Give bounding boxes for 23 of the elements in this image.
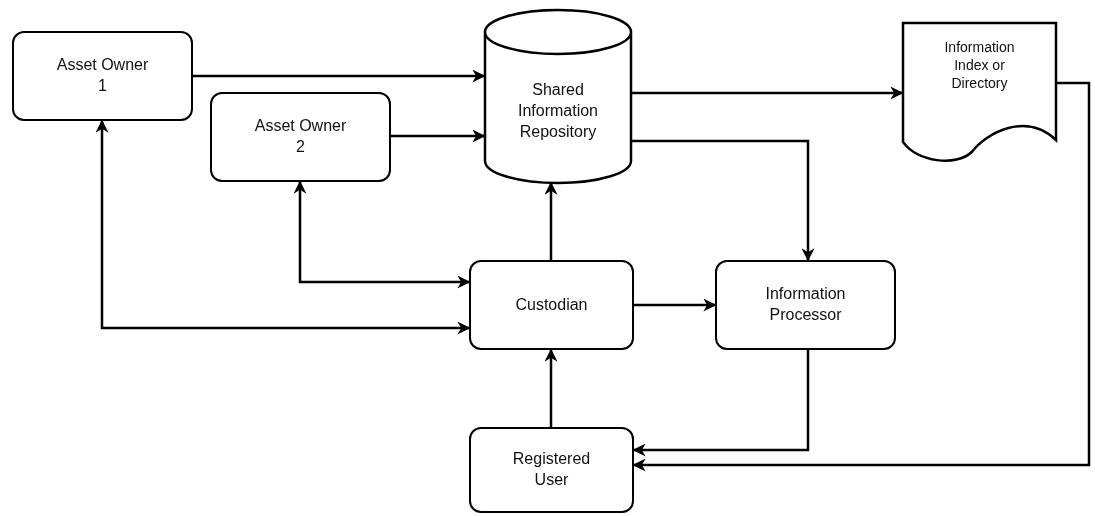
arrow <box>544 181 558 260</box>
arrow <box>95 119 471 335</box>
node-label: Asset Owner 1 <box>56 55 149 96</box>
process-box <box>469 427 634 513</box>
arrow <box>391 129 486 143</box>
node-label: Asset Owner 2 <box>254 116 347 157</box>
arrow <box>632 81 1091 472</box>
node-label: Shared Information Repository <box>516 80 599 142</box>
arrow <box>193 69 486 83</box>
process-box <box>210 92 391 182</box>
node-label: Registered User <box>511 449 592 490</box>
node-label: Information Index or Directory <box>943 38 1016 93</box>
node-label: Custodian <box>514 294 589 315</box>
arrow <box>293 180 471 289</box>
arrow <box>632 86 904 100</box>
arrow <box>544 348 558 427</box>
arrow <box>634 298 717 312</box>
process-box <box>469 260 634 350</box>
arrow <box>632 350 810 457</box>
arrow <box>632 139 815 262</box>
process-box <box>12 31 193 121</box>
node-label: Information Processor <box>764 284 847 325</box>
process-box <box>715 260 896 350</box>
